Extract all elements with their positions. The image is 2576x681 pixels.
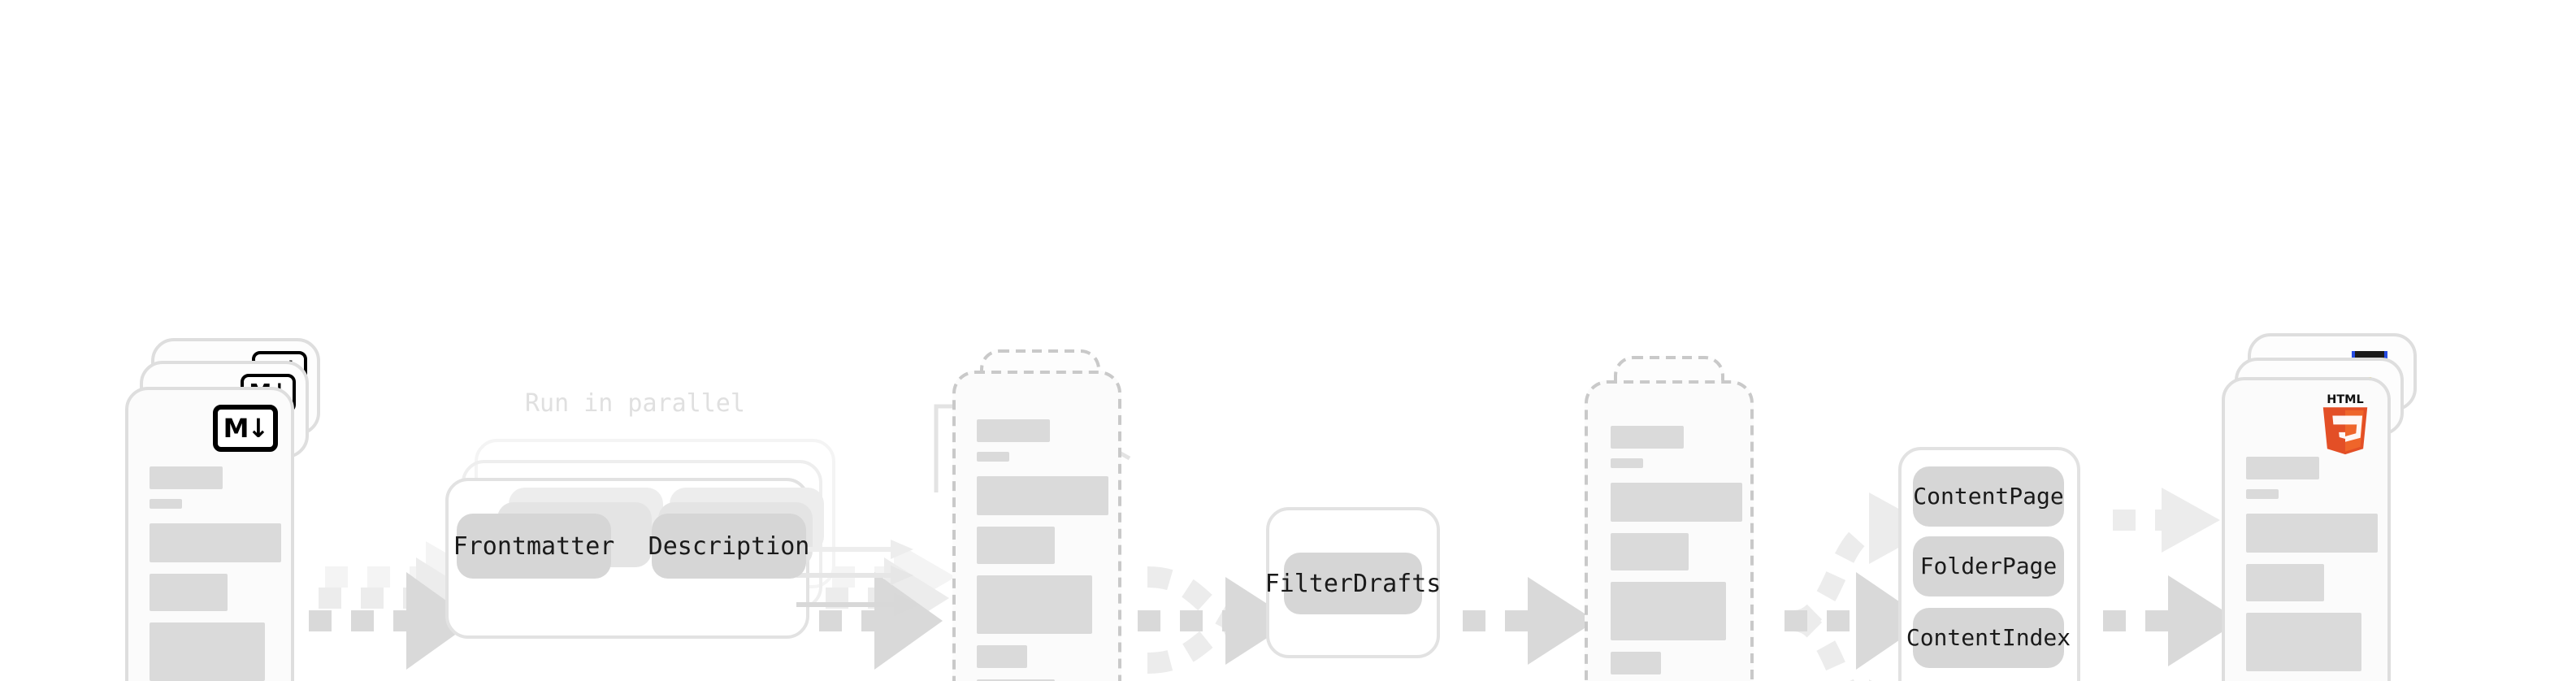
transformer-pill-description[interactable]: Description [648,514,809,579]
skeleton-bar [1611,483,1742,522]
skeleton-bar [977,527,1055,564]
skeleton-bar [1611,582,1726,640]
html5-icon: HTML [2322,393,2368,455]
skeleton-bar [2246,564,2324,601]
skeleton-bar [1611,426,1684,449]
transformer-inner-arrows [796,540,920,616]
site-card-front: HTML [2222,377,2391,681]
skeleton-bar [977,645,1027,668]
emitter-pill-contentpage[interactable]: ContentPage [1913,466,2064,527]
modified-card-front [952,371,1121,681]
skeleton-bar [150,499,182,509]
arrow-emitters-to-site [2103,488,2240,666]
skeleton-bar [977,476,1108,515]
markdown-icon: M↓ [213,405,278,452]
skeleton-bar [150,574,228,611]
skeleton-bar [150,523,281,562]
transformer-pill-frontmatter[interactable]: Frontmatter [453,514,614,579]
skeleton-bar [977,575,1092,634]
svg-text:HTML: HTML [2327,393,2364,406]
skeleton-bar [150,466,223,489]
skeleton-bar [2246,489,2279,499]
skeleton-bar [1611,652,1661,674]
skeleton-bar [2246,514,2378,553]
skeleton-bar [977,452,1009,462]
arrow-filters-to-filtered [1463,577,1596,665]
emitter-pill-contentindex[interactable]: ContentIndex [1906,608,2071,668]
skeleton-bar [1611,533,1689,570]
skeleton-bar [977,419,1050,442]
markdown-card-front: M↓ [125,387,294,681]
filter-pill-filterdrafts[interactable]: FilterDrafts [1265,553,1441,614]
skeleton-bar [150,622,265,681]
filtered-card-front [1585,380,1754,681]
skeleton-bar [2246,457,2319,479]
emitter-pill-folderpage[interactable]: FolderPage [1913,536,2064,596]
skeleton-bar [1611,458,1643,468]
skeleton-bar [977,679,1055,681]
run-in-parallel-note: Run in parallel [525,388,745,418]
skeleton-bar [2246,613,2361,671]
